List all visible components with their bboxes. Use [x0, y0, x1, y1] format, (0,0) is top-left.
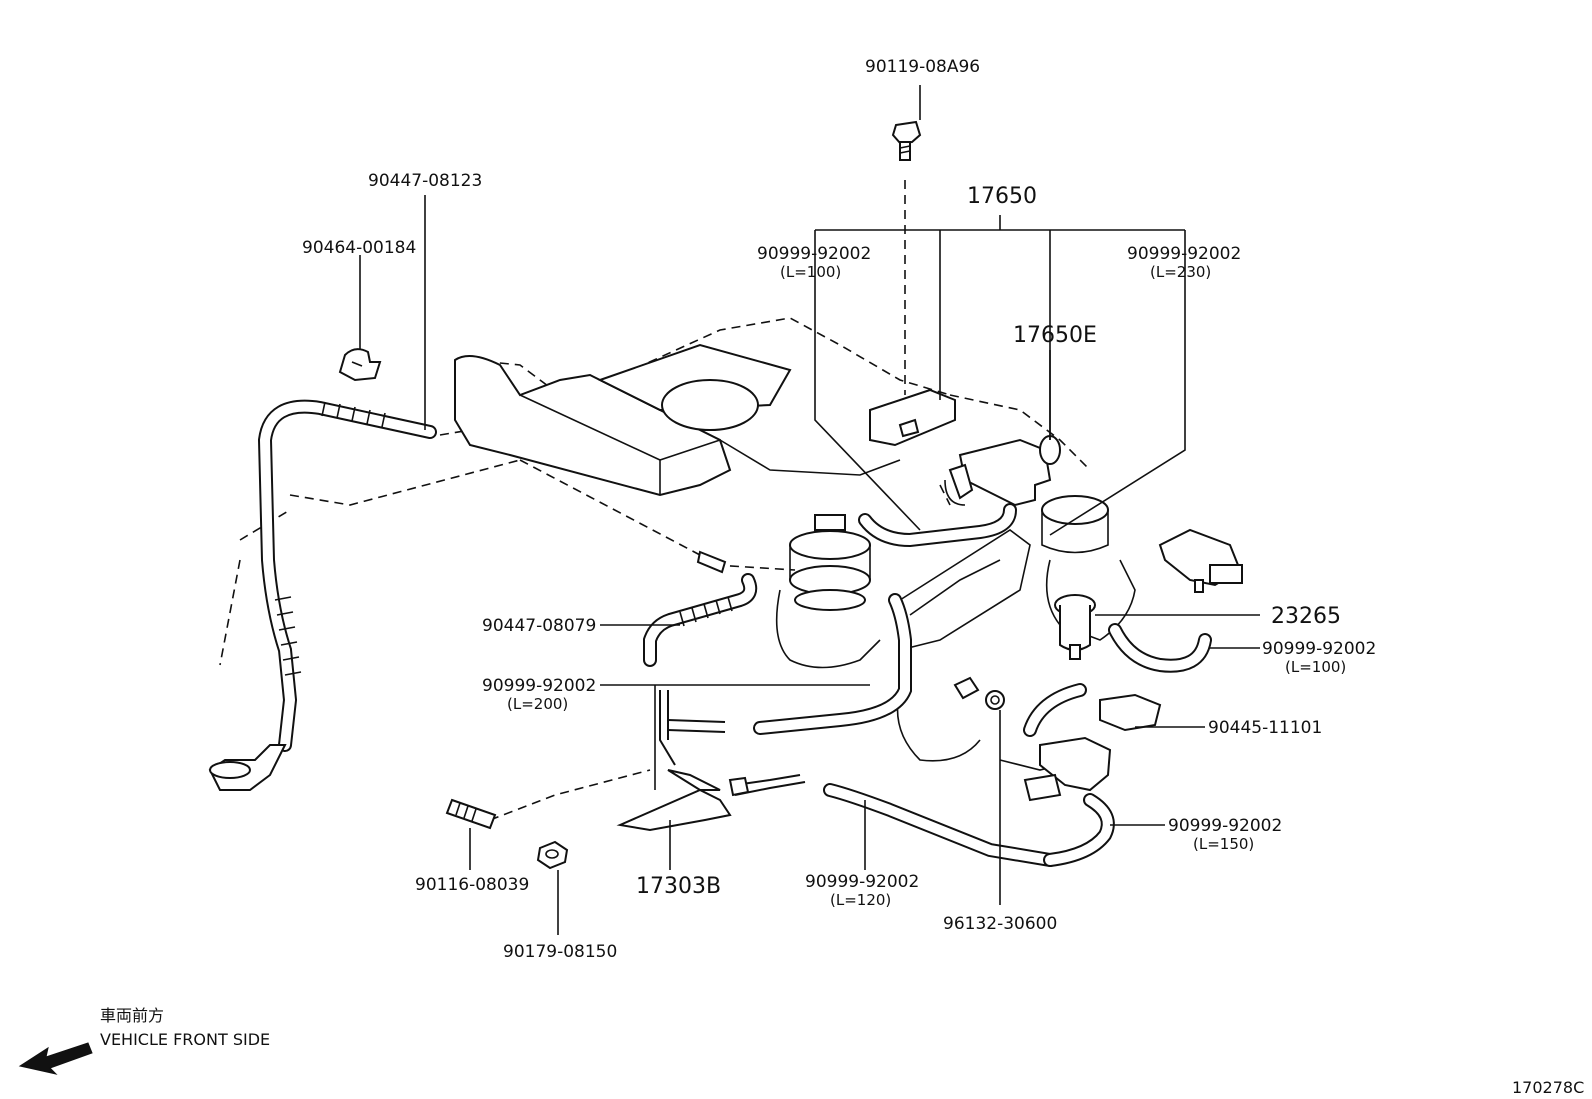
label-23265: 23265	[1271, 604, 1341, 629]
label-90119-08a96: 90119-08A96	[865, 57, 980, 77]
arrow-left-down-icon	[18, 1042, 93, 1075]
leader-lines	[359, 85, 1260, 935]
pipe-17303b	[616, 690, 806, 832]
label-90999-l150: 90999-92002	[1168, 816, 1282, 836]
direction-english: VEHICLE FRONT SIDE	[100, 1030, 270, 1049]
label-l100-top-length: (L=100)	[780, 263, 841, 281]
label-17303b: 17303B	[636, 874, 721, 899]
label-90116-08039: 90116-08039	[415, 875, 529, 895]
label-90999-l120: 90999-92002	[805, 872, 919, 892]
label-17650: 17650	[967, 184, 1037, 209]
label-96132-30600: 96132-30600	[943, 914, 1057, 934]
label-90464-00184: 90464-00184	[302, 238, 416, 258]
canister	[1041, 495, 1109, 554]
nut-90179-08150	[536, 840, 569, 870]
vsv-17650e	[944, 435, 1061, 507]
label-90999-l200: 90999-92002	[482, 676, 596, 696]
direction-japanese: 車両前方	[100, 1006, 164, 1025]
label-17650e: 17650E	[1013, 323, 1097, 348]
hose-90999-92002-l100-upper	[858, 503, 1017, 548]
bolt-90119-08a96	[891, 120, 922, 161]
part-labels: 90119-08A96 17650 90999-92002 (L=100) 90…	[302, 57, 1376, 962]
label-90999-l230: 90999-92002	[1127, 244, 1241, 264]
label-90179-08150: 90179-08150	[503, 942, 617, 962]
label-l100-right-length: (L=100)	[1285, 658, 1346, 676]
clamp-96132-30600	[953, 676, 1005, 710]
vsv-bracket	[869, 388, 956, 447]
hose-90999-92002-l120	[823, 783, 1057, 867]
sensor-right	[1158, 528, 1243, 593]
filter-23265	[1054, 594, 1096, 660]
stud-bolt-90116-08039	[445, 798, 497, 830]
label-90447-08123: 90447-08123	[368, 171, 482, 191]
label-l150-length: (L=150)	[1193, 835, 1254, 853]
label-l200-length: (L=200)	[507, 695, 568, 713]
hose-90447-08079	[643, 573, 758, 667]
hose-90447-08123	[208, 399, 437, 791]
vsv-90445-11101	[1023, 683, 1162, 802]
hose-90999-92002-l200	[753, 593, 912, 735]
label-90447-08079: 90447-08079	[482, 616, 596, 636]
hose-90999-92002-l100-right	[1108, 623, 1212, 673]
engine-lower-body	[775, 529, 1136, 771]
clip-90464-00184	[338, 348, 382, 382]
hose-90999-92002-l150	[1043, 793, 1115, 867]
engine-outline	[219, 180, 1091, 821]
label-90445-11101: 90445-11101	[1208, 718, 1322, 738]
egr-valve	[789, 514, 871, 611]
pipe-stub	[696, 550, 727, 574]
label-l230-length: (L=230)	[1150, 263, 1211, 281]
label-90999-l100-right: 90999-92002	[1262, 639, 1376, 659]
label-l120-length: (L=120)	[830, 891, 891, 909]
vehicle-front-indicator: 車両前方 VEHICLE FRONT SIDE	[18, 1006, 270, 1075]
figure-number: 170278C	[1512, 1078, 1584, 1097]
intake-plenum	[454, 343, 901, 497]
label-90999-l100-top: 90999-92002	[757, 244, 871, 264]
